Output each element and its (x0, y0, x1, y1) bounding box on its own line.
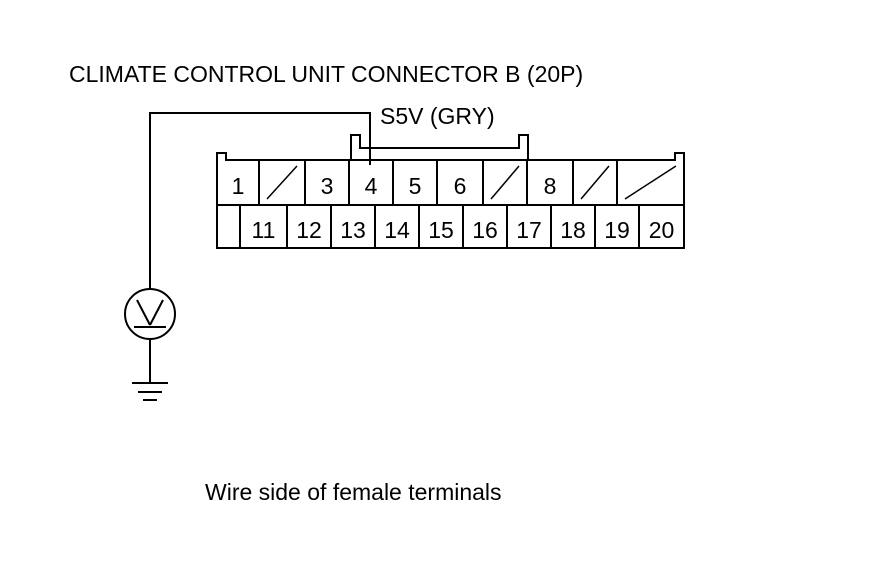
terminal-label: 13 (340, 217, 366, 243)
terminal-label: 3 (321, 173, 334, 199)
diagram-title: CLIMATE CONTROL UNIT CONNECTOR B (20P) (69, 61, 583, 87)
terminal-17: 17 (506, 205, 542, 248)
terminal-8: 8 (526, 160, 557, 205)
unused-slash (580, 165, 610, 200)
caption: Wire side of female terminals (205, 479, 502, 505)
terminal-label: 17 (516, 217, 542, 243)
terminal-13: 13 (330, 205, 366, 248)
terminal-unused (482, 160, 520, 205)
terminal-12: 12 (286, 205, 322, 248)
connector-lock-tab (350, 134, 529, 160)
wire-label: S5V (GRY) (380, 103, 495, 129)
terminal-3: 3 (304, 160, 334, 205)
terminal-label: 11 (252, 217, 276, 243)
terminal-label: 4 (365, 173, 378, 199)
terminal-label: 5 (409, 173, 422, 199)
connector-bottom-row: 11 12 13 14 15 16 17 18 19 20 (239, 205, 675, 248)
terminal-label: 12 (296, 217, 322, 243)
terminal-label: 20 (649, 217, 675, 243)
terminal-19: 19 (594, 205, 630, 248)
terminal-unused (572, 160, 610, 205)
terminal-15: 15 (418, 205, 454, 248)
terminal-20: 20 (638, 205, 675, 248)
probe-wire (149, 112, 371, 290)
terminal-18: 18 (550, 205, 586, 248)
terminal-unused (616, 160, 677, 205)
terminal-label: 6 (454, 173, 467, 199)
unused-slash (624, 165, 677, 200)
connector-top-row: 1 3 4 5 6 8 (232, 160, 677, 205)
terminal-unused (258, 160, 298, 205)
terminal-16: 16 (462, 205, 498, 248)
terminal-label: 1 (232, 173, 245, 199)
unused-slash (490, 165, 520, 200)
voltmeter-icon (124, 288, 176, 340)
terminal-6: 6 (436, 160, 467, 205)
terminal-14: 14 (374, 205, 410, 248)
terminal-label: 14 (384, 217, 410, 243)
terminal-5: 5 (392, 160, 422, 205)
ground-icon (132, 382, 168, 401)
terminal-1: 1 (232, 173, 245, 199)
terminal-label: 18 (560, 217, 586, 243)
terminal-11: 11 (239, 205, 276, 248)
terminal-label: 19 (604, 217, 630, 243)
terminal-4: 4 (348, 160, 378, 205)
terminal-label: 16 (472, 217, 498, 243)
unused-slash (266, 165, 298, 200)
terminal-label: 8 (544, 173, 557, 199)
terminal-label: 15 (428, 217, 454, 243)
connector-housing (216, 152, 685, 249)
